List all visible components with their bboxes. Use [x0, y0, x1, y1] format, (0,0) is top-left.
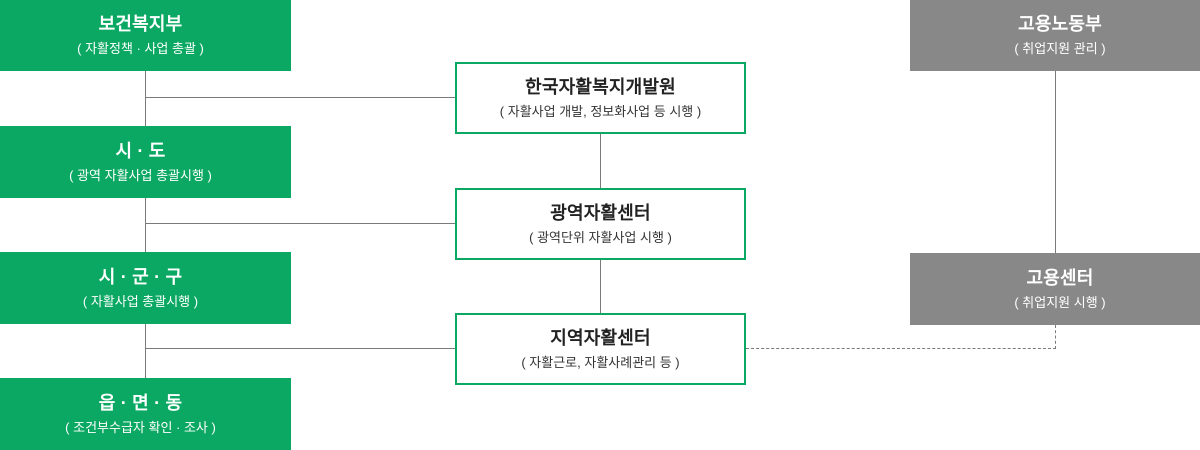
connector-mohw-branch-to-kdissw	[145, 97, 456, 98]
node-local-center[interactable]: 지역자활센터 ( 자활근로, 자활사례관리 등 )	[455, 313, 746, 385]
node-moel[interactable]: 고용노동부 ( 취업지원 관리 )	[910, 0, 1200, 71]
node-moel-subtitle: ( 취업지원 관리 )	[1014, 41, 1106, 56]
node-metro-center-subtitle: ( 광역단위 자활사업 시행 )	[529, 229, 672, 245]
node-mohw-title: 보건복지부	[98, 14, 183, 35]
node-local-center-title: 지역자활센터	[550, 327, 651, 348]
node-metro-center-title: 광역자활센터	[550, 202, 651, 223]
node-sido-subtitle: ( 광역 자활사업 총괄시행 )	[69, 167, 212, 183]
node-local-center-subtitle: ( 자활근로, 자활사례관리 등 )	[521, 354, 680, 370]
node-metro-center[interactable]: 광역자활센터 ( 광역단위 자활사업 시행 )	[455, 188, 746, 260]
node-kdissw-title: 한국자활복지개발원	[525, 76, 676, 97]
node-eupmyeondong-title: 읍 · 면 · 동	[98, 392, 183, 413]
connector-metro-center-to-local-center	[600, 259, 601, 314]
connector-kdissw-to-metro-center	[600, 133, 601, 189]
node-employment-center-title: 고용센터	[1026, 267, 1094, 288]
node-kdissw[interactable]: 한국자활복지개발원 ( 자활사업 개발, 정보화사업 등 시행 )	[455, 62, 746, 134]
node-kdissw-subtitle: ( 자활사업 개발, 정보화사업 등 시행 )	[499, 103, 702, 119]
dashed-connector-employment-center-riser	[1055, 325, 1056, 349]
connector-sido-branch-to-metro-center	[145, 223, 456, 224]
connector-mohw-to-sido	[145, 71, 146, 126]
node-sido[interactable]: 시 · 도 ( 광역 자활사업 총괄시행 )	[0, 126, 291, 198]
dashed-connector-local-center-to-employment-center	[746, 348, 1056, 349]
node-sigungu-subtitle: ( 자활사업 총괄시행 )	[82, 293, 199, 309]
connector-sigungu-to-eupmyeondong	[145, 324, 146, 378]
node-sido-title: 시 · 도	[115, 140, 166, 161]
node-eupmyeondong-subtitle: ( 조건부수급자 확인 · 조사 )	[65, 419, 216, 435]
node-sigungu-title: 시 · 군 · 구	[98, 266, 183, 287]
node-employment-center[interactable]: 고용센터 ( 취업지원 시행 )	[910, 253, 1200, 325]
node-mohw-subtitle: ( 자활정책 · 사업 총괄 )	[77, 41, 204, 56]
connector-moel-to-employment-center	[1055, 71, 1056, 253]
node-eupmyeondong[interactable]: 읍 · 면 · 동 ( 조건부수급자 확인 · 조사 )	[0, 378, 291, 450]
connector-sigungu-branch-to-local-center	[145, 348, 456, 349]
node-moel-title: 고용노동부	[1018, 14, 1102, 35]
node-employment-center-subtitle: ( 취업지원 시행 )	[1014, 294, 1106, 310]
node-sigungu[interactable]: 시 · 군 · 구 ( 자활사업 총괄시행 )	[0, 252, 291, 324]
connector-sido-to-sigungu	[145, 198, 146, 252]
node-mohw[interactable]: 보건복지부 ( 자활정책 · 사업 총괄 )	[0, 0, 291, 71]
